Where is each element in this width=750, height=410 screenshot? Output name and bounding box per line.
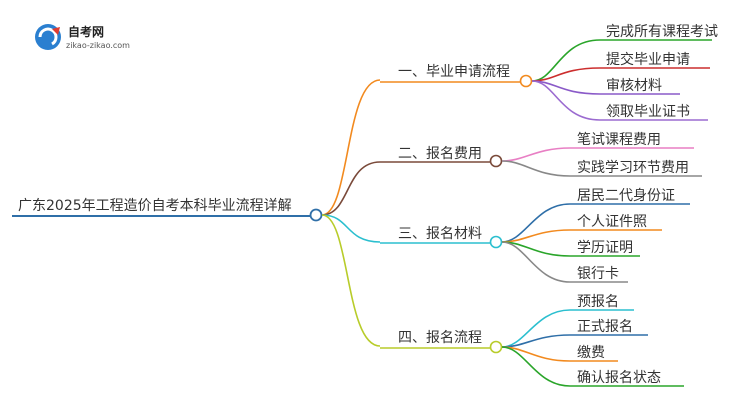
leaf-label: 领取毕业证书 xyxy=(606,104,690,120)
branch-connector-dot xyxy=(489,154,503,168)
root-connector-dot xyxy=(309,208,323,222)
leaf-connector xyxy=(531,80,680,95)
leaf-connector xyxy=(501,229,662,243)
leaf-label: 提交毕业申请 xyxy=(606,51,690,68)
leaf-connector xyxy=(501,241,628,283)
branch-registration-fees: 二、报名费用 笔试课程费用 实践学习环节费用 xyxy=(321,132,702,216)
leaf-connector xyxy=(501,309,634,348)
branch-label: 四、报名流程 xyxy=(398,330,482,346)
leaf-connector xyxy=(531,80,708,121)
branch-connector-dot xyxy=(489,235,503,249)
leaf-connector xyxy=(531,39,712,82)
branch-connector xyxy=(321,214,381,347)
branch-registration-process: 四、报名流程 预报名 正式报名 缴费 确认报名状态 xyxy=(321,214,684,387)
branch-connector-dot xyxy=(489,340,503,354)
logo-name: 自考网 xyxy=(68,24,104,39)
leaf-label: 学历证明 xyxy=(577,240,633,256)
leaf-label: 缴费 xyxy=(577,345,605,361)
leaf-label: 完成所有课程考试 xyxy=(606,24,718,40)
branch-registration-materials: 三、报名材料 居民二代身份证 个人证件照 学历证明 银行卡 xyxy=(321,188,690,283)
leaf-label: 确认报名状态 xyxy=(577,370,661,386)
branch-connector xyxy=(321,79,381,216)
leaf-connector xyxy=(501,346,684,387)
branch-connector-dot xyxy=(519,74,533,88)
leaf-connector xyxy=(501,346,618,362)
leaf-label: 审核材料 xyxy=(606,78,662,94)
leaf-label: 银行卡 xyxy=(577,266,619,282)
site-logo[interactable]: 自考网 zikao-zikao.com xyxy=(35,24,130,50)
branch-label: 三、报名材料 xyxy=(398,226,482,242)
leaf-connector xyxy=(501,241,640,257)
leaf-connector xyxy=(501,160,702,177)
root-label: 广东2025年工程造价自考本科毕业流程详解 xyxy=(18,198,292,214)
logo-url: zikao-zikao.com xyxy=(66,41,130,50)
leaf-label: 实践学习环节费用 xyxy=(577,160,689,176)
leaf-connector xyxy=(531,67,710,82)
root-node: 广东2025年工程造价自考本科毕业流程详解 xyxy=(12,198,323,222)
leaf-connector xyxy=(501,147,694,162)
branch-label: 二、报名费用 xyxy=(398,146,482,162)
branch-connector xyxy=(321,214,381,243)
leaf-label: 预报名 xyxy=(577,294,619,310)
branch-graduation-process: 一、毕业申请流程 完成所有课程考试 提交毕业申请 审核材料 领取毕业证书 xyxy=(321,24,718,216)
leaf-connector xyxy=(501,203,690,243)
leaf-label: 个人证件照 xyxy=(577,214,647,230)
leaf-label: 正式报名 xyxy=(577,319,633,335)
branch-label: 一、毕业申请流程 xyxy=(398,64,510,80)
logo-icon xyxy=(35,24,61,50)
leaf-label: 居民二代身份证 xyxy=(577,188,675,204)
leaf-connector xyxy=(501,334,648,348)
leaf-label: 笔试课程费用 xyxy=(577,132,661,148)
branch-connector xyxy=(321,161,381,216)
